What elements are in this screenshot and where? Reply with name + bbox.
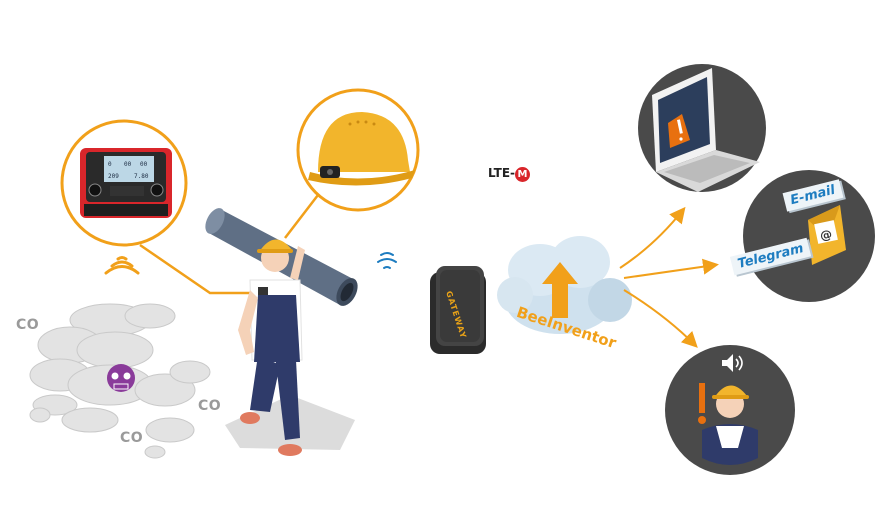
worker-figure — [238, 239, 305, 456]
co-label-2: CO — [198, 398, 222, 414]
detector-reading-2: 00 — [124, 161, 132, 168]
co-label-3: CO — [120, 430, 144, 446]
detector-reading-3: 00 — [140, 161, 148, 168]
lte-m-badge: M — [515, 167, 531, 182]
detector-reading-1: 0 — [108, 161, 112, 168]
skull-icon — [107, 364, 135, 392]
speaker-icon — [722, 354, 743, 372]
co-label-1: CO — [16, 317, 40, 333]
detector-reading-4: 209 — [108, 173, 119, 180]
gas-detector-icon: 0 00 00 209 7.80 — [80, 148, 172, 218]
exclamation-icon — [698, 383, 706, 424]
detector-reading-5: 7.80 — [134, 173, 149, 180]
email-icon — [808, 205, 846, 265]
gateway-icon: GATEWAY — [430, 266, 486, 354]
helmet-icon — [308, 112, 415, 186]
at-symbol: @ — [818, 226, 834, 244]
laptop-alert-icon — [652, 68, 760, 192]
output-arrows — [619, 206, 719, 348]
wifi-signal-icon — [104, 256, 140, 275]
alarm-worker-icon — [702, 385, 758, 465]
notification-circle — [743, 170, 875, 302]
gateway-signal-icon — [377, 252, 397, 269]
lte-label-text: LTE- — [488, 166, 516, 180]
callout-lines — [139, 194, 319, 295]
lte-m-label: LTE-M — [488, 166, 531, 182]
cloud-upload-icon — [497, 236, 632, 334]
